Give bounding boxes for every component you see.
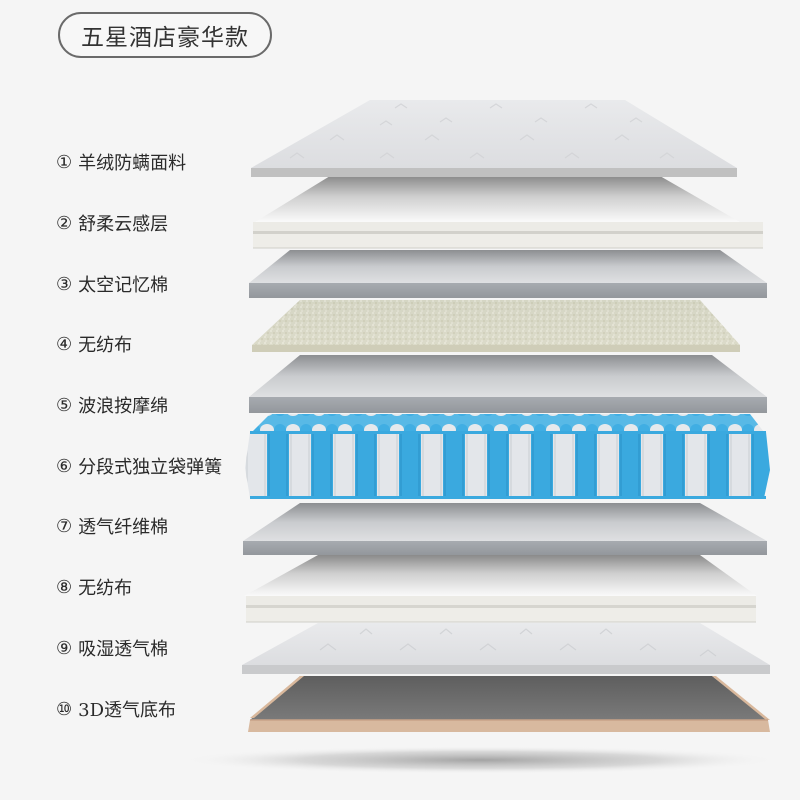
layer-10-base-fabric: [248, 676, 770, 732]
layer-label-9: ⑨ 吸湿透气棉: [56, 635, 168, 661]
layer-number: ③: [56, 273, 73, 295]
layer-6-pocket-springs: [245, 414, 770, 499]
layer-name: 波浪按摩绵: [78, 396, 169, 417]
layer-2-cloud-layer: [253, 176, 763, 249]
product-tier-badge: 五星酒店豪华款: [58, 12, 272, 58]
layer-name: 分段式独立袋弹簧: [78, 457, 223, 478]
layer-label-5: ⑤ 波浪按摩绵: [56, 392, 168, 418]
layer-8-nonwoven: [244, 555, 757, 623]
layer-name: 羊绒防螨面料: [78, 153, 187, 174]
layer-label-6: ⑥ 分段式独立袋弹簧: [56, 453, 222, 479]
layer-name: 舒柔云感层: [78, 214, 169, 235]
layer-label-10: ⑩ 3D透气底布: [56, 696, 176, 722]
layer-label-8: ⑧ 无纺布: [56, 574, 132, 600]
layer-label-7: ⑦ 透气纤维棉: [56, 513, 168, 539]
layer-name: 吸湿透气棉: [78, 639, 169, 660]
layer-name: 透气纤维棉: [78, 517, 169, 538]
layer-name: 无纺布: [78, 335, 133, 356]
layer-label-1: ① 羊绒防螨面料: [56, 149, 186, 175]
layer-9-tufted-cotton: [242, 623, 770, 674]
layer-1-cashmere-fabric: [251, 100, 737, 177]
product-tier-title: 五星酒店豪华款: [81, 25, 249, 51]
layer-number: ⑤: [56, 394, 73, 416]
layer-label-2: ② 舒柔云感层: [56, 210, 168, 236]
layer-number: ①: [56, 151, 73, 173]
layer-name: 无纺布: [78, 578, 133, 599]
layer-number: ②: [56, 212, 73, 234]
layer-7-fiber-cotton: [243, 503, 767, 555]
layer-number: ⑨: [56, 637, 73, 659]
layer-number: ⑩: [56, 698, 73, 720]
layer-name: 太空记忆棉: [78, 275, 169, 296]
layer-3-memory-foam: [249, 250, 767, 298]
layer-number: ⑦: [56, 515, 73, 537]
layer-label-3: ③ 太空记忆棉: [56, 271, 168, 297]
layer-4-nonwoven: [252, 300, 740, 352]
layer-label-4: ④ 无纺布: [56, 331, 132, 357]
layer-number: ⑥: [56, 455, 73, 477]
layer-name: 3D透气底布: [78, 700, 177, 721]
layer-5-wave-foam: [249, 355, 767, 413]
floor-shadow: [180, 746, 780, 774]
layer-number: ④: [56, 333, 73, 355]
layer-number: ⑧: [56, 576, 73, 598]
